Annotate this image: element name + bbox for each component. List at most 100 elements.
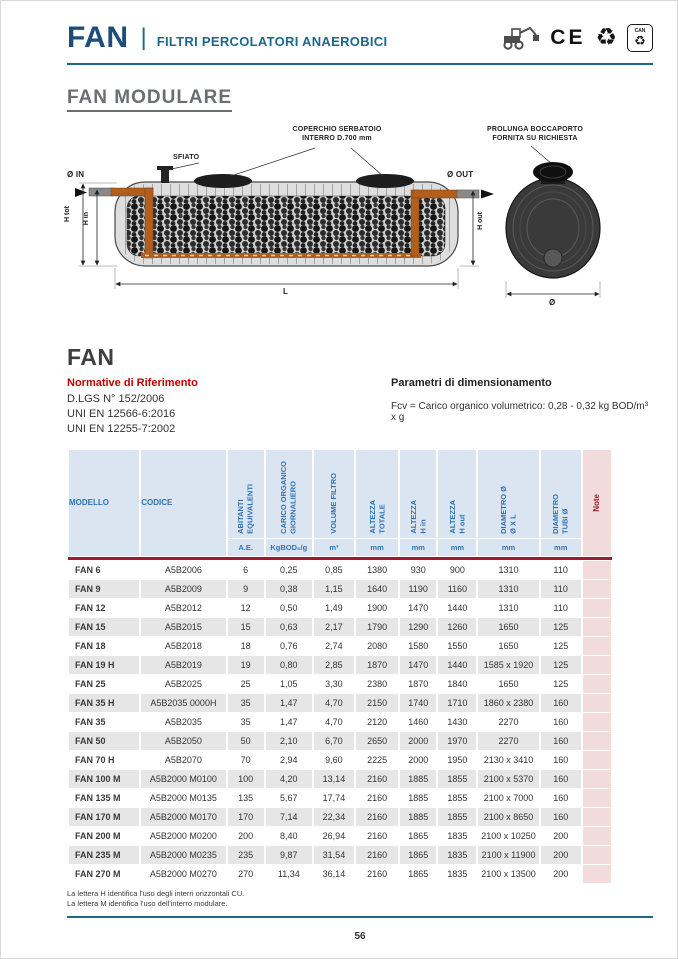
cell-value: 25	[225, 673, 266, 694]
cell-model: FAN 35 H	[66, 692, 142, 713]
cell-value: 1580	[398, 635, 439, 656]
cell-value: 110	[538, 578, 583, 599]
label-prolunga-line2: FORNITA SU RICHIESTA	[492, 134, 578, 142]
cell-value: 0,63	[263, 616, 314, 637]
cell-value: 1290	[398, 616, 439, 637]
cell-value: 2130 x 3410	[476, 749, 541, 770]
cell-value: 1,49	[311, 597, 357, 618]
col-header-volume: VOLUME FILTRO	[311, 448, 357, 539]
unit-mm: mm	[354, 537, 401, 557]
col-header-codice: CODICE	[139, 448, 228, 557]
cell-value: 1710	[436, 692, 479, 713]
cell-value: 0,50	[263, 597, 314, 618]
cell-value: 17,74	[311, 787, 357, 808]
cell-value: 8,40	[263, 825, 314, 846]
cell-value: 125	[538, 654, 583, 675]
product-title: FAN	[67, 344, 115, 370]
cell-note	[580, 711, 614, 732]
cell-model: FAN 9	[66, 578, 142, 599]
cell-value: 930	[398, 559, 439, 580]
cell-note	[580, 844, 614, 865]
normative-line: UNI EN 12566-6:2016	[67, 407, 176, 420]
normative-title: Normative di Riferimento	[67, 377, 198, 389]
footnote-m: La lettera M identifica l'uso dell'inter…	[67, 899, 228, 909]
cell-note	[580, 692, 614, 713]
cell-note	[580, 768, 614, 789]
cell-value: 110	[538, 597, 583, 618]
cell-value: 4,20	[263, 768, 314, 789]
cell-value: A5B2000 M0135	[139, 787, 228, 808]
label-h-out: H out	[477, 212, 484, 230]
label-diameter: Ø	[549, 298, 556, 307]
cell-value: 1855	[436, 768, 479, 789]
parametri-block: Parametri di dimensionamento Fcv = Caric…	[391, 377, 653, 437]
cell-value: 1160	[436, 578, 479, 599]
cell-value: 1,15	[311, 578, 357, 599]
cell-value: 1430	[436, 711, 479, 732]
cell-value: 35	[225, 711, 266, 732]
cell-model: FAN 19 H	[66, 654, 142, 675]
col-header-carico: CARICO ORGANICO GIORNALIERO	[263, 448, 314, 539]
fan-sizing-table: MODELLO CODICE ABITANTI EQUIVALENTI CARI…	[66, 448, 614, 884]
cell-note	[580, 635, 614, 656]
cell-value: A5B2000 M0270	[139, 863, 228, 884]
can-badge-recycle-icon: ♻	[634, 33, 646, 48]
cell-value: 9,60	[311, 749, 357, 770]
cell-value: 160	[538, 692, 583, 713]
col-header-altezza-totale: ALTEZZA TOTALE	[354, 448, 401, 539]
cell-value: 2,74	[311, 635, 357, 656]
cell-value: 1440	[436, 597, 479, 618]
ce-mark: CE	[550, 26, 586, 49]
cell-value: 160	[538, 749, 583, 770]
col-header-abitanti: ABITANTI EQUIVALENTI	[225, 448, 266, 539]
col-header-diametro-tubi: DIAMETRO TUBI Ø	[538, 448, 583, 539]
cell-value: 1310	[476, 559, 541, 580]
cell-value: 1650	[476, 616, 541, 637]
cell-note	[580, 863, 614, 884]
cell-value: 0,85	[311, 559, 357, 580]
cell-value: 15	[225, 616, 266, 637]
cell-value: 31,54	[311, 844, 357, 865]
label-sfiato: SFIATO	[173, 154, 200, 161]
cell-value: 1440	[436, 654, 479, 675]
cell-value: 2100 x 10250	[476, 825, 541, 846]
cell-value: 2,94	[263, 749, 314, 770]
cell-model: FAN 25	[66, 673, 142, 694]
cell-value: 1885	[398, 806, 439, 827]
can-recycle-badge: CAN ♻	[627, 24, 653, 52]
cell-value: 4,70	[311, 692, 357, 713]
cell-model: FAN 12	[66, 597, 142, 618]
cell-value: 1,05	[263, 673, 314, 694]
cell-value: 125	[538, 616, 583, 637]
cell-value: 1870	[354, 654, 401, 675]
cell-value: 160	[538, 806, 583, 827]
can-badge-label: CAN	[634, 28, 646, 34]
cell-value: 160	[538, 730, 583, 751]
table-accent-line	[68, 556, 612, 561]
cell-value: A5B2050	[139, 730, 228, 751]
normative-block: Normative di Riferimento D.LGS N° 152/20…	[67, 377, 391, 437]
cell-value: 235	[225, 844, 266, 865]
cell-value: 1840	[436, 673, 479, 694]
cell-value: 0,76	[263, 635, 314, 656]
cell-value: 36,14	[311, 863, 357, 884]
parametri-title: Parametri di dimensionamento	[391, 377, 552, 389]
cell-value: 6	[225, 559, 266, 580]
cell-value: 200	[538, 863, 583, 884]
label-coperchio-line1: COPERCHIO SERBATOIO	[292, 126, 382, 133]
cell-value: 1650	[476, 673, 541, 694]
cell-value: 2000	[398, 749, 439, 770]
cell-value: A5B2070	[139, 749, 228, 770]
cell-value: 1865	[398, 844, 439, 865]
label-prolunga-line1: PROLUNGA BOCCAPORTO	[487, 126, 583, 133]
cell-value: 160	[538, 711, 583, 732]
cell-value: 5,67	[263, 787, 314, 808]
